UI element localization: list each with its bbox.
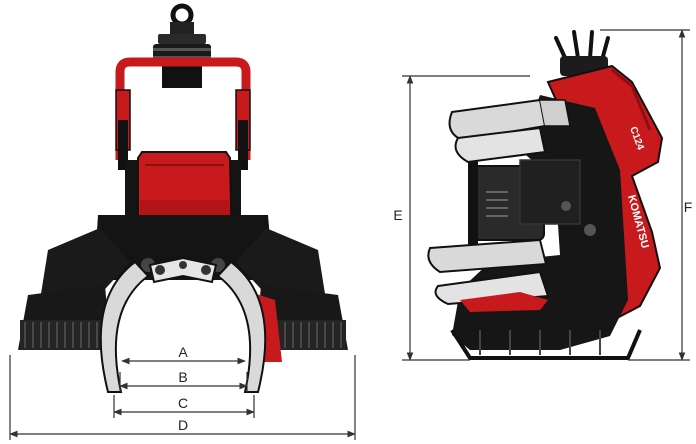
dimension-label-d: D xyxy=(178,417,188,433)
dimension-label-c: C xyxy=(178,395,188,411)
dimension-label-b: B xyxy=(178,369,187,385)
dimension-label-f: F xyxy=(684,199,693,215)
harvester-head-side-view: KOMATSU C124 xyxy=(427,30,664,360)
side-dimensions xyxy=(402,29,690,361)
dimension-label-a: A xyxy=(178,344,188,360)
rotator-icon xyxy=(153,3,211,88)
harvester-head-front-view xyxy=(18,3,348,393)
dimension-label-e: E xyxy=(393,207,402,223)
front-dimensions xyxy=(9,355,356,440)
